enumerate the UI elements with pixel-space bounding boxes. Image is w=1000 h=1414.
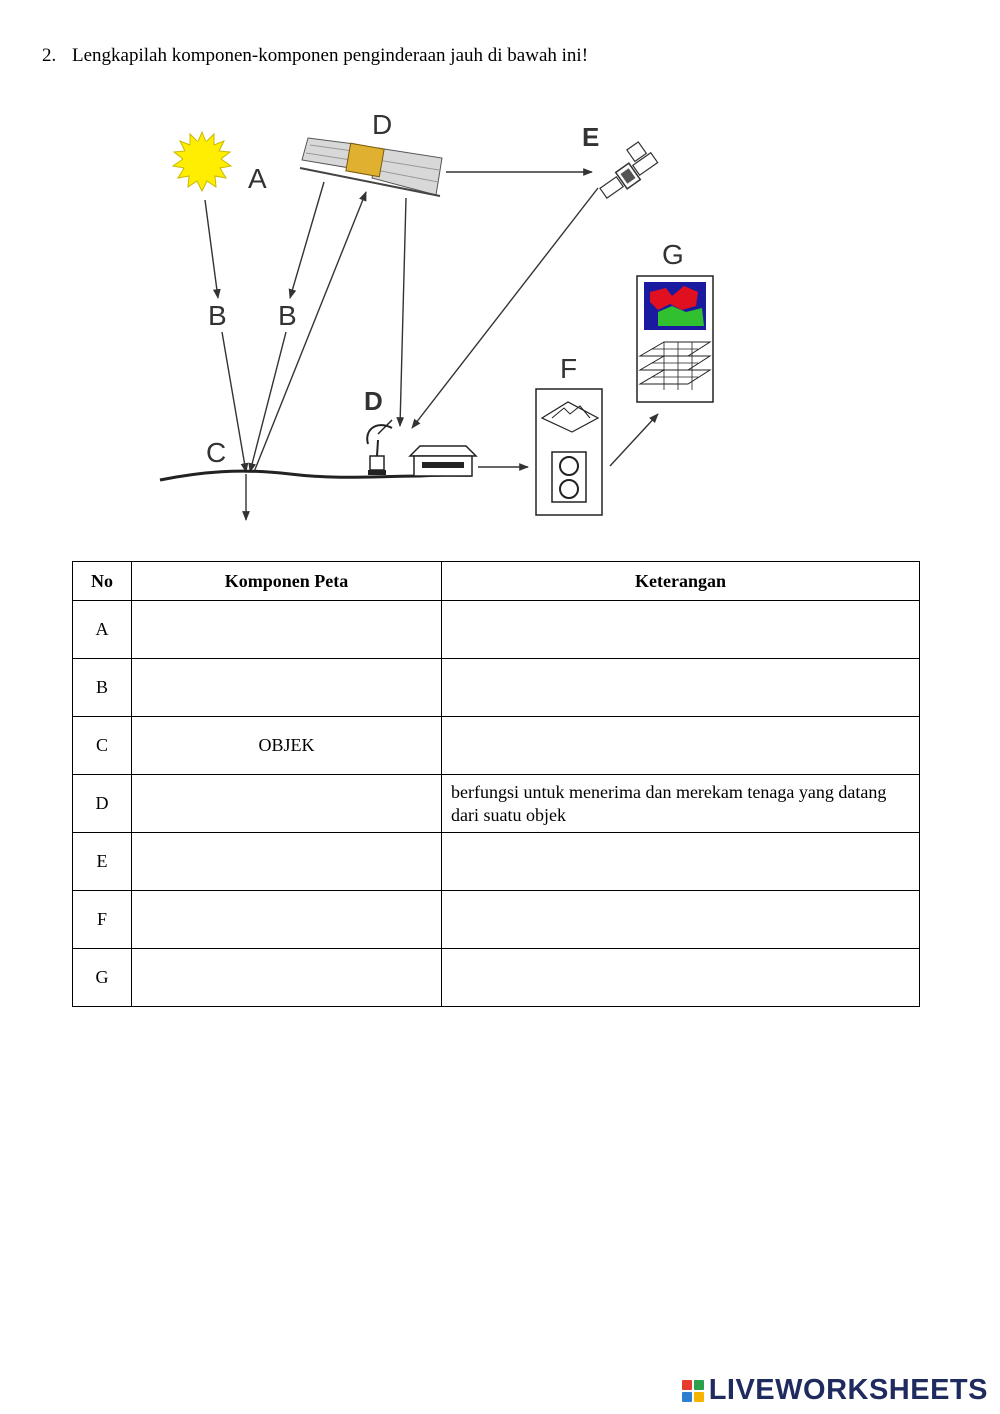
arrow-ground-to-satellite [253,191,367,473]
table-row: B [72,658,920,717]
komponen-cell[interactable] [131,948,442,1007]
row-no: D [72,774,132,833]
satellite-body [345,142,385,178]
label-e: E [582,122,599,152]
liveworksheets-logo-icon [681,1379,704,1402]
row-no: B [72,658,132,717]
sun-disc [183,141,221,179]
keterangan-cell[interactable] [441,948,920,1007]
komponen-cell: OBJEK [131,716,442,775]
liveworksheets-brand[interactable]: LIVEWORKSHEETS [681,1374,988,1407]
relay-satellite-icon [599,141,659,199]
keterangan-cell[interactable] [441,600,920,659]
table-row: G [72,948,920,1007]
grid-layers-icon [638,341,712,390]
satellite-icon [299,137,443,197]
arrow-sun-to-b [204,199,221,299]
label-g: G [662,239,684,270]
logo-square-red [681,1379,692,1390]
arrow-satellite-to-station [396,197,407,427]
arrow-relay-to-station [411,187,599,429]
sun-icon [171,130,233,193]
map-land-green [658,306,704,326]
table-row: E [72,832,920,891]
question-number: 2. [42,45,57,66]
komponen-cell[interactable] [131,832,442,891]
table-row: D berfungsi untuk menerima dan merekam t… [72,774,920,833]
row-no: A [72,600,132,659]
komponen-cell[interactable] [131,658,442,717]
remote-sensing-diagram: A D E B B C D [159,109,714,521]
komponen-cell[interactable] [131,600,442,659]
logo-square-green [693,1379,704,1390]
keterangan-cell[interactable] [441,832,920,891]
table-row: F [72,890,920,949]
table-header-row: No Komponen Peta Keterangan [72,561,920,601]
label-b2: B [278,300,297,331]
row-no: E [72,832,132,891]
keterangan-cell: berfungsi untuk menerima dan merekam ten… [441,774,920,833]
map-image-icon [644,282,706,330]
station-building-icon [408,445,478,477]
arrow-satellite-to-b [288,181,325,299]
komponen-cell[interactable] [131,774,442,833]
table-row: C OBJEK [72,716,920,775]
label-c: C [206,437,226,468]
komponen-cell[interactable] [131,890,442,949]
terrain-icon [540,401,600,433]
question-text: Lengkapilah komponen-komponen pengindera… [72,45,589,66]
label-d-station: D [364,386,383,416]
data-tape-icon [551,451,587,503]
label-b1: B [208,300,227,331]
logo-square-blue [681,1391,692,1402]
label-d-satellite: D [372,109,392,140]
question: 2. Lengkapilah komponen-komponen penginde… [42,44,588,68]
header-no: No [72,561,132,601]
keterangan-cell[interactable] [441,658,920,717]
arrow-processing-to-output [609,413,659,467]
header-komponen: Komponen Peta [131,561,442,601]
logo-square-yellow [693,1391,704,1402]
brand-text: LIVEWORKSHEETS [708,1374,988,1406]
arrow-b-to-ground [221,331,249,473]
table-row: A [72,600,920,659]
row-no: G [72,948,132,1007]
antenna-icon [366,419,393,475]
label-a: A [248,163,267,194]
arrow-b2-to-ground [248,331,287,473]
header-keterangan: Keterangan [441,561,920,601]
map-land-red [650,286,698,310]
row-no: C [72,716,132,775]
keterangan-cell[interactable] [441,716,920,775]
label-f: F [560,353,577,384]
row-no: F [72,890,132,949]
components-table: No Komponen Peta Keterangan A B C OBJEK … [72,561,920,1007]
keterangan-cell[interactable] [441,890,920,949]
